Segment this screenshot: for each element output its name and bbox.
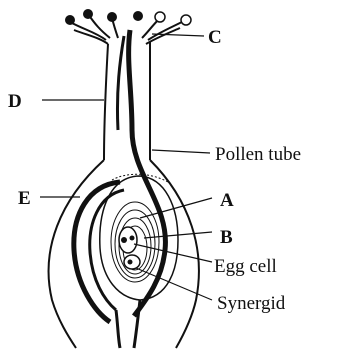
pollen-grain	[133, 11, 143, 21]
outer-integument	[74, 182, 120, 322]
label-egg-cell: Egg cell	[214, 256, 277, 277]
label-d: D	[8, 91, 22, 112]
pollen-grain	[155, 12, 165, 22]
pollen-grains	[65, 9, 191, 25]
pollen-grain	[181, 15, 191, 25]
synergid-nucleus	[128, 260, 133, 265]
egg-nucleus	[121, 237, 127, 243]
pollen-grain	[107, 12, 117, 22]
pollen-grain	[65, 15, 75, 25]
pollen-grain	[83, 9, 93, 19]
label-e: E	[18, 188, 31, 209]
label-pollen-tube: Pollen tube	[215, 144, 301, 165]
funiculus	[116, 300, 140, 348]
egg-nucleus	[130, 236, 135, 241]
label-b: B	[220, 227, 233, 248]
pollen-tube-branch	[117, 36, 124, 130]
label-synergid: Synergid	[217, 293, 286, 314]
label-a: A	[220, 190, 234, 211]
label-c: C	[208, 27, 222, 48]
